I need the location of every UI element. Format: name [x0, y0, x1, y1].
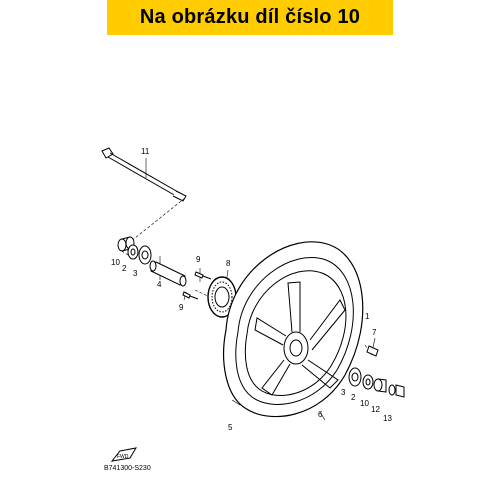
- label-12: 12: [371, 405, 380, 414]
- label-8: 8: [226, 259, 231, 268]
- label-3-left: 3: [133, 269, 138, 278]
- label-3-right: 3: [341, 388, 346, 397]
- label-7: 7: [372, 328, 377, 337]
- left-bearing: [138, 245, 152, 265]
- label-13: 13: [383, 414, 392, 423]
- label-11: 11: [141, 147, 150, 156]
- banner-title: Na obrázku díl číslo 10: [139, 6, 361, 28]
- label-2-right: 2: [351, 393, 356, 402]
- bolts: [182, 271, 212, 300]
- label-9-bottom: 9: [179, 303, 184, 312]
- label-1: 1: [365, 312, 370, 321]
- wheel-assembly: [223, 241, 364, 418]
- title-banner: Na obrázku díl číslo 10: [107, 0, 393, 35]
- right-collar: [373, 378, 387, 393]
- axle-nut: [395, 384, 405, 398]
- label-5: 5: [228, 423, 233, 432]
- callout-labels: 11 10 2 3 4 9 9 8 1 7 3 2 10 12 13 6 5 F…: [111, 147, 392, 460]
- label-6: 6: [318, 410, 323, 419]
- right-oil-seal: [362, 374, 374, 390]
- right-bearing: [348, 367, 362, 387]
- left-oil-seal: [127, 244, 139, 260]
- label-4: 4: [157, 280, 162, 289]
- spacer-tube: [149, 260, 187, 287]
- valve: [366, 345, 379, 357]
- label-10-left: 10: [111, 258, 120, 267]
- label-10-right: 10: [360, 399, 369, 408]
- label-9-top: 9: [196, 255, 201, 264]
- fwd-marker: [110, 447, 138, 462]
- label-2-left: 2: [122, 264, 127, 273]
- front-axle: [101, 147, 187, 202]
- washer: [388, 384, 396, 396]
- fwd-label: FWD: [117, 454, 129, 460]
- reference-code: B741300-S230: [104, 465, 151, 472]
